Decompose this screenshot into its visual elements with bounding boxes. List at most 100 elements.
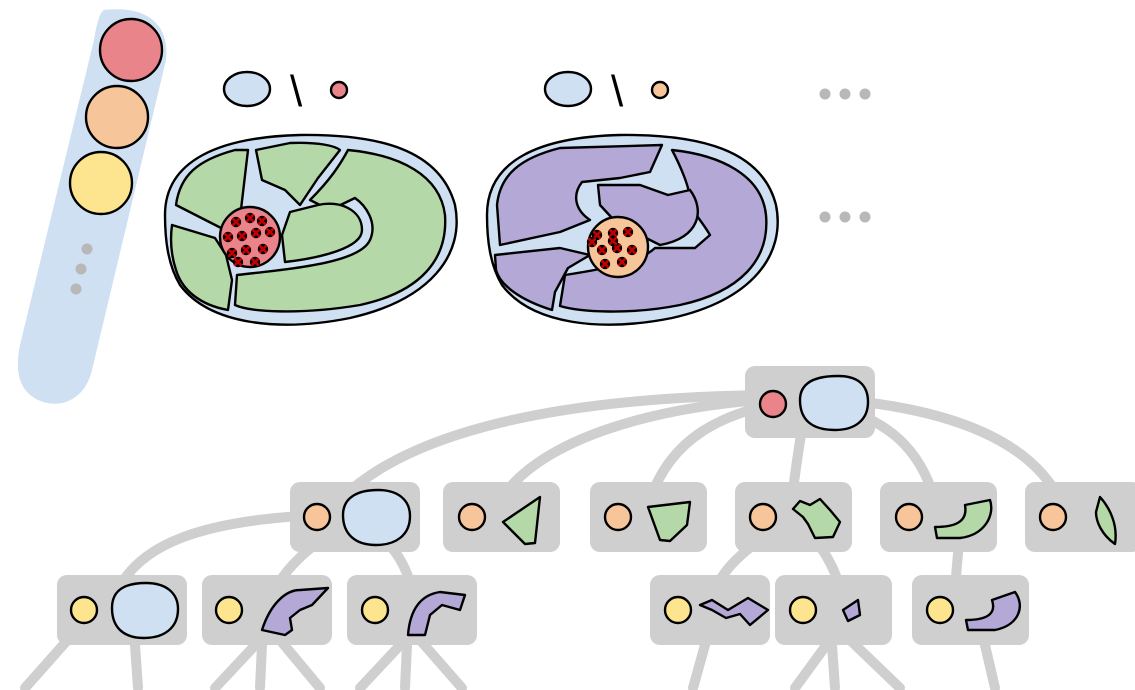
part-shape (933, 498, 993, 540)
partition-piece (493, 246, 592, 312)
seed-dot-yellow (69, 595, 99, 625)
seed-dot-yellow (663, 595, 693, 625)
ellipsis-dot (859, 211, 871, 223)
tree-node-l2 (57, 575, 187, 645)
partition-piece (280, 202, 364, 264)
ellipsis-dot (839, 88, 851, 100)
ellipsis-dot (859, 88, 871, 100)
region-icon (222, 70, 272, 108)
seed-dot-yellow (788, 595, 818, 625)
tree-edge (980, 640, 1000, 690)
seed-marker (607, 235, 619, 247)
part-shape (260, 586, 330, 637)
tree-node-l2 (912, 575, 1029, 645)
seed-markers (586, 226, 638, 270)
ellipsis-dot (819, 88, 831, 100)
seed-marker (607, 227, 619, 239)
seed-dot-orange (457, 502, 487, 532)
part-shape (841, 598, 862, 623)
seed-marker (257, 243, 269, 255)
panel-2: \ (485, 67, 779, 326)
seed-marker (230, 216, 242, 228)
seed-marker (256, 215, 268, 227)
seed-orange (84, 84, 150, 150)
part-shape (646, 500, 692, 543)
partition-piece (233, 148, 447, 313)
seed-icon-red (329, 80, 349, 100)
seed-dot-red (758, 389, 788, 419)
part-shape (1094, 495, 1117, 546)
tree-edge (400, 640, 412, 690)
tree-node-l1 (880, 482, 997, 552)
separator: \ (290, 67, 303, 116)
tree-node-l1 (1025, 482, 1135, 552)
ellipsis-dot (839, 211, 851, 223)
seed-marker (236, 230, 248, 242)
seed-marker (222, 231, 234, 243)
partition-piece (169, 223, 234, 312)
seed-markers (222, 212, 276, 268)
seed-marker (596, 244, 608, 256)
tree-edge (845, 635, 905, 690)
seed-dot-orange (748, 502, 778, 532)
tree-edge (275, 635, 325, 690)
seed-red (98, 17, 164, 83)
panel-ellipsis-top (819, 88, 871, 100)
seed-marker (264, 226, 276, 238)
seed-dot-orange (302, 502, 332, 532)
set-difference-label: \ (222, 67, 349, 116)
part-shape (791, 497, 842, 540)
tree-edge (790, 635, 835, 690)
seed-dot-orange (1038, 502, 1068, 532)
tree-node-root (745, 366, 875, 438)
seed-marker (232, 256, 244, 268)
seed-marker (226, 247, 238, 259)
tree-edge (113, 510, 325, 595)
partition-piece (254, 141, 342, 207)
tree-edge (688, 640, 710, 690)
tree-edge (495, 393, 795, 505)
seed-marker (616, 256, 628, 268)
panel-ellipsis-middle (819, 211, 871, 223)
seed-yellow (68, 150, 134, 216)
tree-node-l2 (202, 575, 332, 645)
partition-piece (495, 143, 664, 247)
part-shape (501, 495, 542, 546)
part-shape (698, 596, 770, 627)
seed-column (17, 9, 167, 404)
seed-marker (586, 236, 598, 248)
ellipsis-dot (81, 243, 93, 255)
tree-node-l2 (775, 575, 892, 645)
part-shape (406, 590, 467, 637)
set-difference-label: \ (543, 67, 670, 116)
seed-marker (249, 256, 261, 268)
tree-edge (827, 640, 840, 690)
region-icon (543, 70, 593, 108)
tree-node-l1 (590, 482, 707, 552)
separator: \ (611, 67, 624, 116)
region-blob (110, 581, 180, 640)
tree-node-l1 (443, 482, 560, 552)
seed-icon-orange (650, 80, 670, 100)
seed-marker (599, 258, 611, 270)
tree-edge (840, 395, 1065, 505)
tree-node-l1 (290, 482, 420, 552)
seed-marker (622, 226, 634, 238)
tree-edge (255, 640, 267, 690)
tree-edge (355, 635, 410, 690)
ellipsis-dot (819, 211, 831, 223)
part-shape (964, 590, 1021, 632)
tree-node-l2 (347, 575, 477, 645)
seed-dot-yellow (925, 595, 955, 625)
tree-node-l1 (735, 482, 852, 552)
seed-marker (250, 227, 262, 239)
seed-dot-yellow (360, 595, 390, 625)
tree-edge (130, 640, 143, 690)
tree-edge (335, 390, 795, 505)
region-blob (798, 374, 870, 432)
node-box (775, 575, 892, 645)
seed-dot-yellow (214, 595, 244, 625)
seed-marker (244, 212, 256, 224)
tree-edge (210, 635, 265, 690)
